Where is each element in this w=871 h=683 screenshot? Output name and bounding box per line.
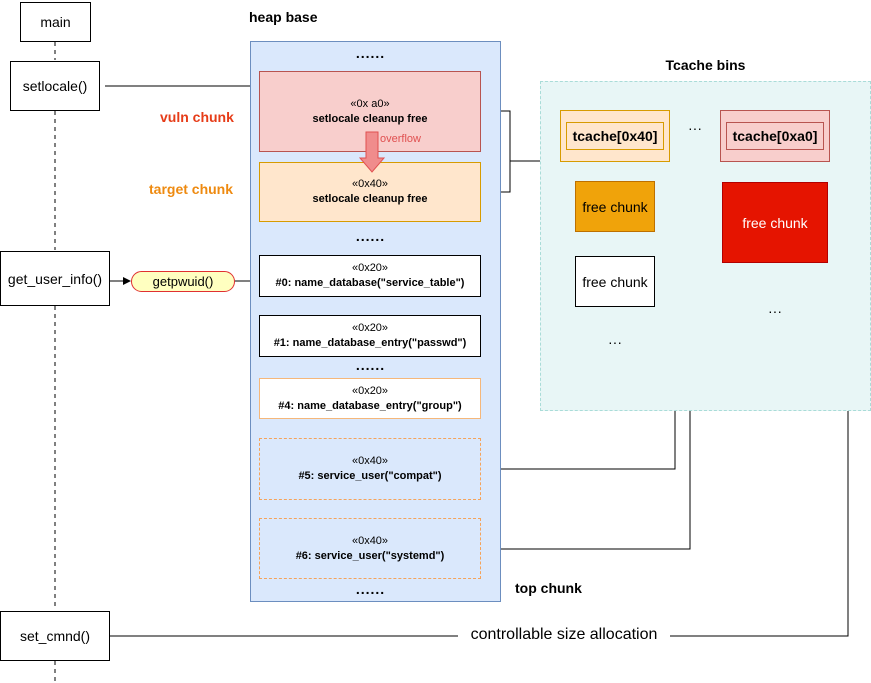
free-chunk-orange: free chunk (575, 181, 655, 232)
chunk-size: «0x40» (351, 178, 389, 190)
target-chunk-label: target chunk (149, 181, 234, 197)
heap-base-title: heap base (249, 9, 318, 25)
chunk-size: «0x20» (351, 322, 389, 334)
chunk-1: «0x20» #1: name_database_entry("passwd") (259, 315, 481, 357)
vuln-chunk-label: vuln chunk (160, 109, 234, 125)
chunk-name: #0: name_database("service_table") (275, 277, 465, 289)
target-chunk: «0x40» setlocale cleanup free (259, 162, 481, 222)
main-box: main (20, 2, 91, 42)
setlocale-box: setlocale() (10, 61, 100, 111)
heap-dots-1: ...... (355, 45, 386, 61)
getpwuid-label: getpwuid() (152, 274, 214, 289)
set-cmnd-label: set_cmnd() (19, 628, 91, 644)
chunk-size: «0x20» (351, 262, 389, 274)
chunk-name: #5: service_user("compat") (298, 470, 442, 482)
chunk-4: «0x20» #4: name_database_entry("group") (259, 378, 481, 419)
get-user-info-label: get_user_info() (7, 270, 103, 287)
get-user-info-box: get_user_info() (0, 251, 110, 306)
overflow-label: overflow (380, 133, 421, 145)
top-chunk-label: top chunk (515, 580, 582, 596)
chunk-5: «0x40» #5: service_user("compat") (259, 438, 481, 500)
main-label: main (40, 14, 71, 30)
chunk-size: «0x20» (351, 384, 389, 397)
tcache-bin-a0: tcache[0xa0] (720, 110, 830, 162)
tcache-bin-40: tcache[0x40] (560, 110, 670, 162)
chunk-name: #6: service_user("systemd") (295, 549, 445, 562)
chunk-size: «0x40» (351, 455, 389, 467)
heap-dots-2: ...... (355, 228, 386, 244)
tcache-title: Tcache bins (665, 57, 746, 73)
chunk-6: «0x40» #6: service_user("systemd") (259, 518, 481, 579)
set-cmnd-box: set_cmnd() (0, 611, 110, 661)
chunk-0: «0x20» #0: name_database("service_table"… (259, 255, 481, 297)
tcache-a0-ellipsis: ··· (768, 303, 782, 319)
tcache-bin-40-inner: tcache[0x40] (565, 122, 665, 150)
chunk-name: setlocale cleanup free (312, 193, 428, 205)
free-chunk-red: free chunk (722, 182, 828, 263)
tcache-bin-a0-inner: tcache[0xa0] (725, 122, 825, 150)
free-chunk-white: free chunk (575, 256, 655, 307)
heap-dots-3: ...... (355, 357, 386, 373)
heap-dots-4: ...... (355, 581, 386, 597)
tcache-40-ellipsis: ··· (608, 334, 622, 350)
vuln-chunk: «0x a0» setlocale cleanup free (259, 71, 481, 152)
controllable-size-label: controllable size allocation (458, 626, 670, 644)
chunk-name: #4: name_database_entry("group") (278, 399, 462, 412)
getpwuid-pill: getpwuid() (131, 271, 235, 292)
chunk-name: #1: name_database_entry("passwd") (273, 337, 467, 349)
chunk-size: «0x a0» (350, 97, 390, 110)
setlocale-label: setlocale() (22, 78, 88, 94)
chunk-size: «0x40» (351, 534, 389, 547)
chunk-name: setlocale cleanup free (312, 112, 428, 125)
tcache-between-dots: ··· (688, 120, 702, 136)
